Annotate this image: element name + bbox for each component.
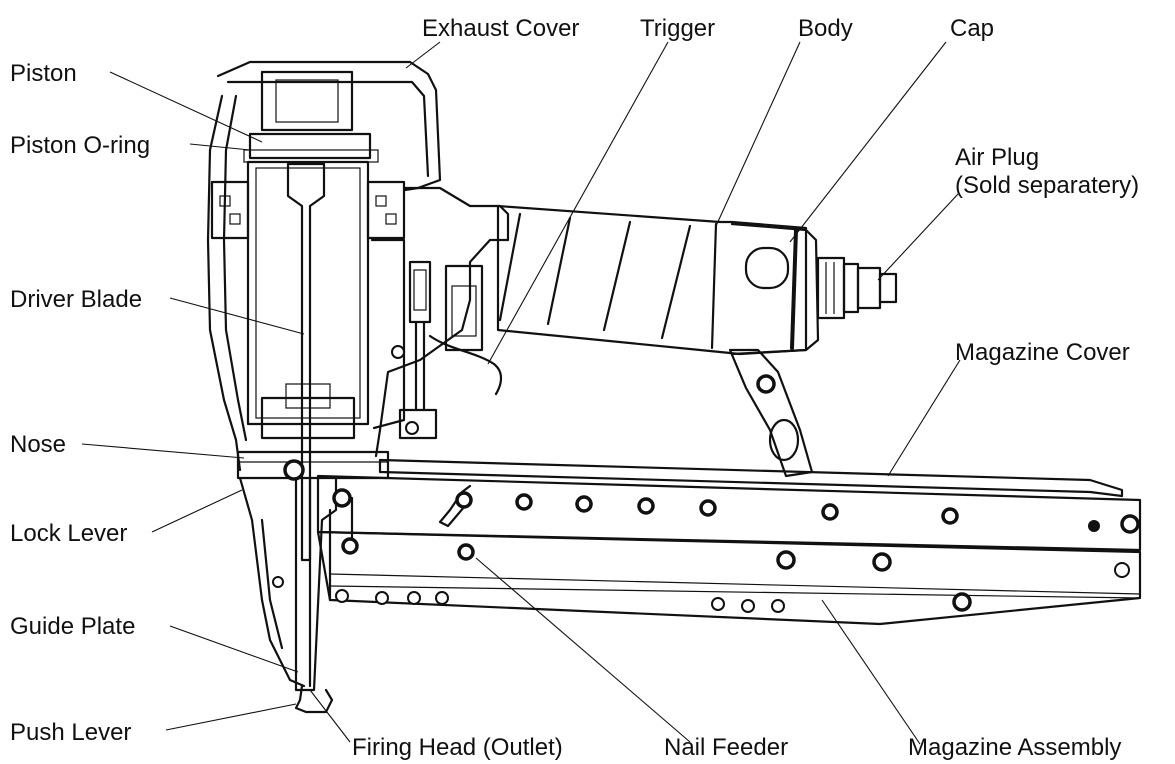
label-piston: Piston bbox=[10, 60, 77, 87]
lock-lever-shape bbox=[238, 476, 306, 688]
label-air-plug-note: (Sold separatery) bbox=[955, 172, 1139, 199]
support-bracket bbox=[728, 348, 814, 478]
magazine-assembly-shape bbox=[316, 530, 1142, 626]
label-lock-lever: Lock Lever bbox=[10, 520, 127, 547]
label-nail-feeder: Nail Feeder bbox=[664, 734, 788, 761]
label-air-plug: Air Plug bbox=[955, 144, 1039, 171]
label-body: Body bbox=[798, 15, 853, 42]
part-labels: Piston Piston O-ring Driver Blade Nose L… bbox=[10, 15, 1139, 761]
label-magazine-assembly: Magazine Assembly bbox=[908, 734, 1121, 761]
label-driver-blade: Driver Blade bbox=[10, 286, 142, 313]
push-lever-shape bbox=[294, 684, 334, 714]
label-magazine-cover: Magazine Cover bbox=[955, 339, 1130, 366]
label-firing-head: Firing Head (Outlet) bbox=[352, 734, 563, 761]
trigger-shape bbox=[391, 260, 503, 440]
nailer-drawing bbox=[206, 60, 1142, 714]
nail-feeder-shape bbox=[438, 484, 472, 528]
piston-shape bbox=[248, 132, 372, 160]
air-plug-shape bbox=[816, 256, 898, 320]
handle-grip bbox=[496, 204, 808, 356]
label-exhaust-cover: Exhaust Cover bbox=[422, 15, 579, 42]
exhaust-cover-outline bbox=[216, 60, 442, 192]
label-trigger: Trigger bbox=[640, 15, 715, 42]
label-push-lever: Push Lever bbox=[10, 719, 131, 746]
magazine-cover-shape bbox=[378, 458, 1124, 498]
label-nose: Nose bbox=[10, 431, 66, 458]
body-housing-left bbox=[206, 94, 242, 472]
label-piston-oring: Piston O-ring bbox=[10, 132, 150, 159]
nose-shape bbox=[236, 450, 390, 480]
leader-lines bbox=[81, 41, 961, 745]
label-cap: Cap bbox=[950, 15, 994, 42]
cylinder bbox=[246, 160, 370, 426]
magazine-holes bbox=[332, 488, 1140, 613]
label-guide-plate: Guide Plate bbox=[10, 613, 135, 640]
